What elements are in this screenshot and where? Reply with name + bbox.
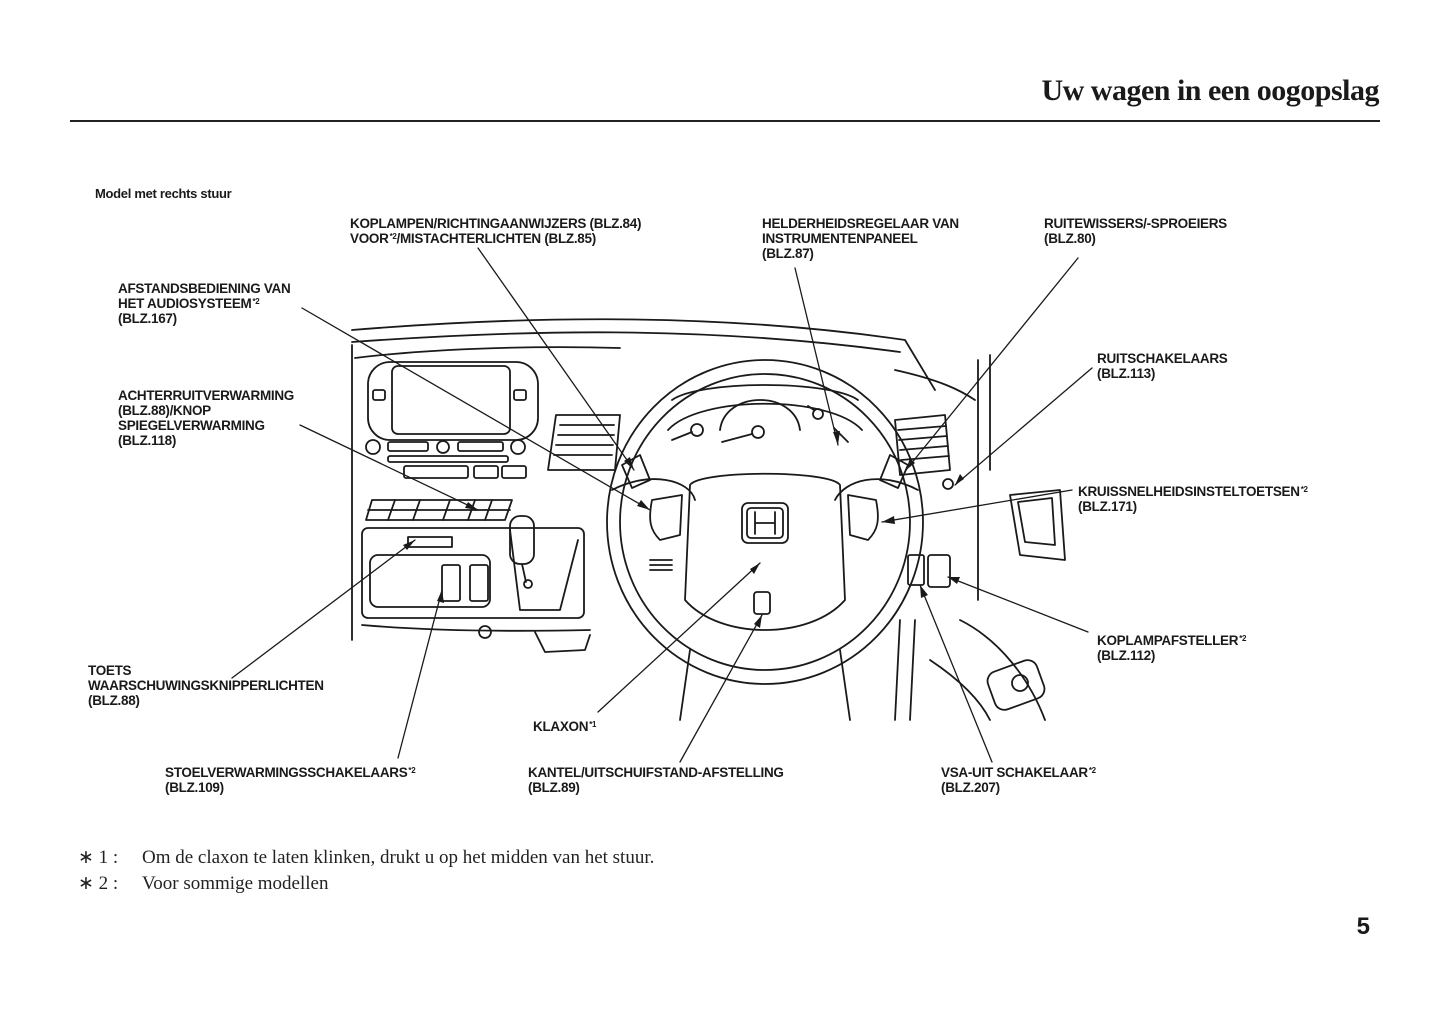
callout-achterruit: ACHTERRUITVERWARMING (BLZ.88)/KNOP SPIEG… [118, 388, 294, 448]
footnotes: ∗ 1 : Om de claxon te laten klinken, dru… [78, 845, 654, 897]
model-label: Model met rechts stuur [95, 186, 232, 201]
leader-hazard [231, 539, 416, 679]
leader-helderheid [794, 267, 839, 446]
leader-lines [231, 247, 1093, 763]
callout-hazard: TOETS WAARSCHUWINGSKNIPPERLICHTEN (BLZ.8… [88, 663, 324, 708]
footnote-2: ∗ 2 : Voor sommige modellen [78, 871, 654, 897]
left-air-vent [547, 414, 621, 471]
callout-klaxon: KLAXON*1 [533, 719, 597, 734]
dashboard-outline [351, 318, 991, 641]
steering-wheel-switches [621, 454, 909, 541]
page-title: Uw wagen in een oogopslag [1041, 74, 1379, 107]
leader-stoel [397, 589, 443, 759]
center-console [361, 515, 591, 653]
page-number: 5 [1356, 913, 1370, 940]
leader-ruitewissers [905, 257, 1079, 471]
leader-koplampafsteller [947, 576, 1089, 633]
callout-ruitewissers: RUITEWISSERS/-SPROEIERS (BLZ.80) [1044, 216, 1227, 246]
navigation-unit [365, 361, 539, 479]
leader-achterruit [299, 424, 479, 511]
footnote-mark: ∗ 1 : [78, 847, 119, 868]
callout-vsa: VSA-UIT SCHAKELAAR*2 (BLZ.207) [941, 765, 1096, 795]
arrow-heads [403, 431, 964, 628]
footnote-mark: ∗ 2 : [78, 873, 119, 894]
leader-ruitschakelaars [954, 367, 1093, 486]
callout-audio: AFSTANDSBEDIENING VAN HET AUDIOSYSTEEM*2… [118, 281, 291, 326]
leader-vsa [919, 584, 993, 763]
callout-cruise: KRUISSNELHEIDSINSTELTOETSEN*2 (BLZ.171) [1078, 484, 1308, 514]
callout-kantel: KANTEL/UITSCHUIFSTAND-AFSTELLING (BLZ.89… [528, 765, 784, 795]
callout-koplampen: KOPLAMPEN/RICHTINGAANWIJZERS (BLZ.84) VO… [350, 216, 642, 246]
title-rule [70, 120, 1380, 122]
callout-ruitschakelaars: RUITSCHAKELAARS (BLZ.113) [1097, 351, 1228, 381]
footnote-text: Voor sommige modellen [142, 873, 329, 894]
instrument-cluster [671, 384, 859, 443]
callout-koplampafsteller: KOPLAMPAFSTELLER*2 (BLZ.112) [1097, 633, 1247, 663]
footnote-text: Om de claxon te laten klinken, drukt u o… [142, 847, 655, 868]
callout-stoel: STOELVERWARMINGSSCHAKELAARS*2 (BLZ.109) [165, 765, 416, 795]
footnote-1: ∗ 1 : Om de claxon te laten klinken, dru… [78, 845, 654, 871]
leader-kantel [679, 614, 763, 763]
door-panel [907, 478, 1066, 721]
leader-klaxon [597, 562, 761, 713]
callout-helderheid: HELDERHEIDSREGELAAR VAN INSTRUMENTENPANE… [762, 216, 959, 261]
climate-buttons [365, 499, 513, 521]
leader-koplampen [477, 247, 635, 471]
leader-audio [301, 307, 651, 511]
steering-wheel [606, 359, 924, 685]
leader-cruise [881, 489, 1073, 523]
steering-column [679, 619, 916, 721]
